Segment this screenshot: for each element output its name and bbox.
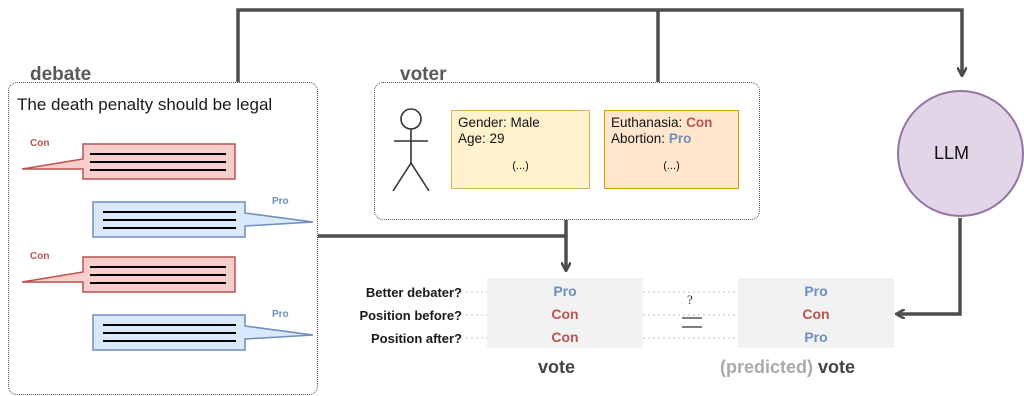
age-field: Age: 29 xyxy=(458,131,505,146)
vote-position-after: Con xyxy=(551,329,579,345)
debate-motion: The death penalty should be legal xyxy=(17,95,273,114)
abortion-value: Pro xyxy=(668,131,692,146)
llm-to-predicted-arrow xyxy=(897,218,962,314)
voter-title: voter xyxy=(400,64,447,85)
speech-side-label-pro-1: Pro xyxy=(272,196,289,207)
vote-label: vote xyxy=(538,357,576,377)
predicted-position-after: Pro xyxy=(804,329,828,345)
vote-position-before: Con xyxy=(551,306,579,322)
opinions-more: (...) xyxy=(663,160,680,172)
vote-better-debater: Pro xyxy=(553,283,577,299)
llm-node xyxy=(897,90,1024,217)
debate-title: debate xyxy=(30,64,92,85)
speech-side-label-con-2: Con xyxy=(30,251,50,262)
equals-icon xyxy=(682,317,702,328)
demographics-box: Gender: Male Age: 29 (...) xyxy=(451,110,590,189)
predicted-position-before: Con xyxy=(802,306,830,322)
predicted-prefix: (predicted) xyxy=(720,357,814,377)
speech-side-label-con-1: Con xyxy=(30,138,50,149)
question-position-after: Position after? xyxy=(370,331,462,346)
speech-side-label-pro-2: Pro xyxy=(272,309,289,320)
debate-to-vote-arrow xyxy=(318,234,566,270)
speech-bubbles xyxy=(21,143,314,351)
predicted-vote-table: Pro Con Pro xyxy=(738,278,894,348)
abortion-field: Abortion: Pro xyxy=(611,131,732,147)
predicted-vote-label: vote xyxy=(818,357,856,377)
gender-field: Gender: Male xyxy=(458,115,540,130)
comparison-question-mark: ? xyxy=(687,292,693,307)
speech-bubble-pro-2 xyxy=(92,314,314,351)
predicted-vote-caption: (predicted) vote xyxy=(720,357,855,378)
opinions-box: Euthanasia: Con Abortion: Pro (...) xyxy=(604,110,739,189)
euthanasia-value: Con xyxy=(686,115,713,130)
llm-label: LLM xyxy=(934,143,970,163)
guide-lines xyxy=(466,291,738,339)
person-icon xyxy=(392,108,430,192)
predicted-better-debater: Pro xyxy=(804,283,828,299)
abortion-label: Abortion: xyxy=(611,131,666,146)
speech-bubble-pro-1 xyxy=(92,201,314,238)
euthanasia-label: Euthanasia: xyxy=(611,115,683,130)
debate-to-llm-arrow xyxy=(236,8,962,82)
vote-table: Pro Con Con xyxy=(487,278,643,348)
demographics-more: (...) xyxy=(512,160,529,172)
question-position-before: Position before? xyxy=(359,308,462,323)
speech-bubble-con-2 xyxy=(21,256,236,293)
speech-bubble-con-1 xyxy=(21,143,236,180)
question-better-debater: Better debater? xyxy=(365,285,462,300)
euthanasia-field: Euthanasia: Con xyxy=(611,115,732,131)
